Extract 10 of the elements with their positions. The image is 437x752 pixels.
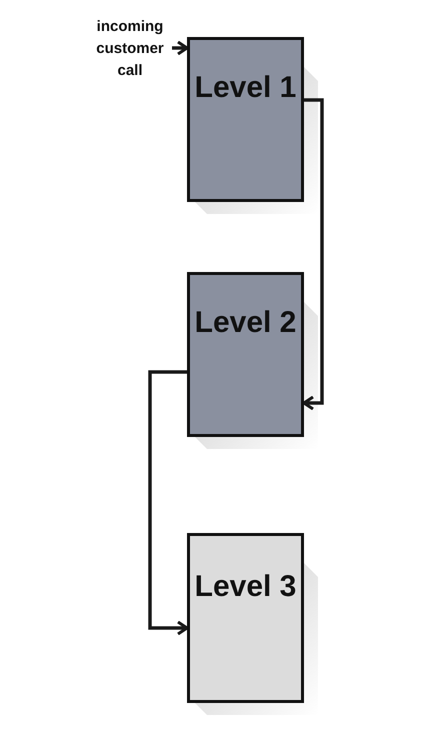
box-label: Level 2 bbox=[194, 306, 296, 339]
process-box bbox=[187, 37, 304, 202]
process-box bbox=[187, 533, 304, 703]
arrow bbox=[148, 370, 188, 636]
input-label: incoming customer call bbox=[95, 17, 165, 81]
process-box bbox=[187, 272, 304, 437]
arrow bbox=[302, 98, 324, 410]
box-label: Level 1 bbox=[194, 71, 296, 104]
arrow bbox=[172, 40, 188, 56]
box-label: Level 3 bbox=[194, 570, 296, 602]
